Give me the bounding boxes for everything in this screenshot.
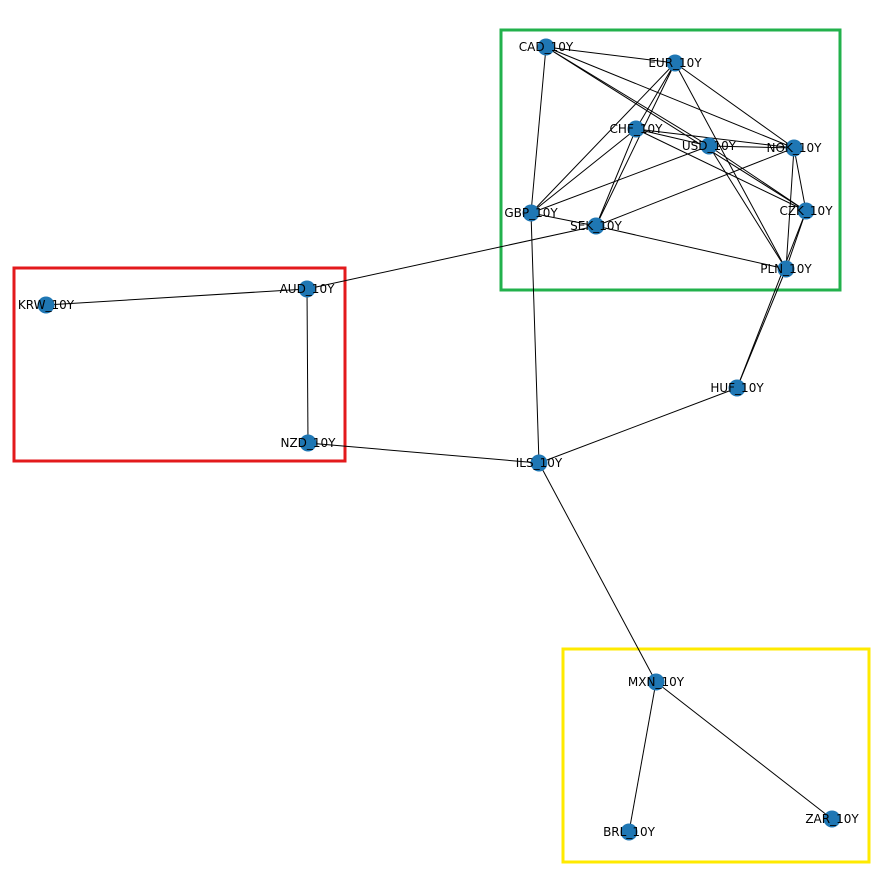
node-marker-eur-10y[interactable] bbox=[666, 54, 684, 72]
edge-chf_10y-sek_10y bbox=[595, 128, 637, 227]
edge-eur_10y-chf_10y bbox=[635, 62, 676, 130]
node-label-aud-10y: AUD_10Y bbox=[280, 282, 336, 296]
edge-krw_10y-aud_10y bbox=[45, 288, 308, 306]
edge-sek_10y-aud_10y bbox=[306, 225, 597, 290]
node-label-mxn-10y: MXN_10Y bbox=[628, 675, 685, 689]
node-label-chf-10y: CHF_10Y bbox=[610, 122, 664, 136]
edge-chf_10y-nok_10y bbox=[635, 128, 795, 149]
node-gbp-10y[interactable]: GBP_10Y bbox=[504, 204, 558, 222]
node-label-ils-10y: ILS_10Y bbox=[516, 456, 563, 470]
edge-nzd_10y-ils_10y bbox=[307, 442, 540, 464]
node-label-pln-10y: PLN_10Y bbox=[760, 262, 812, 276]
edge-gbp_10y-ils_10y bbox=[530, 212, 540, 464]
node-marker-chf-10y[interactable] bbox=[627, 120, 645, 138]
edge-mxn_10y-brl_10y bbox=[628, 681, 657, 833]
node-label-brl-10y: BRL_10Y bbox=[603, 825, 656, 839]
node-label-eur-10y: EUR_10Y bbox=[648, 56, 702, 70]
node-huf-10y[interactable]: HUF_10Y bbox=[710, 379, 764, 397]
node-nzd-10y[interactable]: NZD_10Y bbox=[280, 434, 336, 452]
edge-nok_10y-pln_10y bbox=[785, 147, 795, 270]
node-label-nzd-10y: NZD_10Y bbox=[280, 436, 336, 450]
edge-cad_10y-usd_10y bbox=[545, 46, 710, 147]
node-marker-brl-10y[interactable] bbox=[620, 823, 638, 841]
node-mxn-10y[interactable]: MXN_10Y bbox=[628, 673, 685, 691]
edge-cad_10y-czk_10y bbox=[545, 46, 807, 212]
edge-pln_10y-huf_10y bbox=[736, 268, 787, 389]
edge-nok_10y-czk_10y bbox=[793, 147, 807, 212]
node-brl-10y[interactable]: BRL_10Y bbox=[603, 823, 656, 841]
node-label-huf-10y: HUF_10Y bbox=[710, 381, 764, 395]
edge-huf_10y-ils_10y bbox=[538, 387, 738, 464]
node-marker-zar-10y[interactable] bbox=[823, 810, 841, 828]
node-marker-usd-10y[interactable] bbox=[700, 137, 718, 155]
edges bbox=[45, 46, 833, 833]
edge-eur_10y-pln_10y bbox=[674, 62, 787, 270]
node-krw-10y[interactable]: KRW_10Y bbox=[18, 296, 75, 314]
node-ils-10y[interactable]: ILS_10Y bbox=[516, 454, 563, 472]
edge-cad_10y-nok_10y bbox=[545, 46, 795, 149]
edge-gbp_10y-sek_10y bbox=[530, 212, 597, 227]
node-usd-10y[interactable]: USD_10Y bbox=[682, 137, 737, 155]
node-marker-cad-10y[interactable] bbox=[537, 38, 555, 56]
node-marker-nok-10y[interactable] bbox=[785, 139, 803, 157]
node-marker-ils-10y[interactable] bbox=[530, 454, 548, 472]
node-aud-10y[interactable]: AUD_10Y bbox=[280, 280, 336, 298]
node-label-nok-10y: NOK_10Y bbox=[767, 141, 823, 155]
edge-usd_10y-gbp_10y bbox=[530, 145, 710, 214]
node-sek-10y[interactable]: SEK_10Y bbox=[570, 217, 623, 235]
edge-eur_10y-nok_10y bbox=[674, 62, 795, 149]
node-zar-10y[interactable]: ZAR_10Y bbox=[805, 810, 859, 828]
edge-chf_10y-usd_10y bbox=[635, 128, 710, 147]
node-label-krw-10y: KRW_10Y bbox=[18, 298, 75, 312]
node-label-usd-10y: USD_10Y bbox=[682, 139, 737, 153]
group-box-yellow bbox=[561, 647, 871, 864]
edge-ils_10y-mxn_10y bbox=[538, 462, 657, 683]
edge-chf_10y-czk_10y bbox=[635, 128, 807, 212]
node-label-gbp-10y: GBP_10Y bbox=[504, 206, 558, 220]
edge-usd_10y-pln_10y bbox=[708, 145, 787, 270]
edge-usd_10y-nok_10y bbox=[708, 145, 795, 149]
group-box-red bbox=[12, 266, 347, 463]
node-marker-czk-10y[interactable] bbox=[797, 202, 815, 220]
edge-usd_10y-czk_10y bbox=[708, 145, 807, 212]
node-label-czk-10y: CZK_10Y bbox=[779, 204, 833, 218]
group-box-green bbox=[499, 28, 842, 292]
node-marker-mxn-10y[interactable] bbox=[647, 673, 665, 691]
node-marker-huf-10y[interactable] bbox=[728, 379, 746, 397]
edge-aud_10y-nzd_10y bbox=[306, 288, 309, 444]
node-marker-pln-10y[interactable] bbox=[777, 260, 795, 278]
edge-eur_10y-gbp_10y bbox=[530, 62, 676, 214]
nodes: CAD_10Y EUR_10Y CHF_10Y USD_10Y NOK_10Y GBP_1… bbox=[18, 38, 859, 841]
node-marker-gbp-10y[interactable] bbox=[522, 204, 540, 222]
edge-sek_10y-pln_10y bbox=[595, 225, 787, 270]
edge-cad_10y-eur_10y bbox=[545, 46, 676, 64]
edge-eur_10y-sek_10y bbox=[595, 62, 676, 227]
node-marker-nzd-10y[interactable] bbox=[299, 434, 317, 452]
node-czk-10y[interactable]: CZK_10Y bbox=[779, 202, 833, 220]
node-nok-10y[interactable]: NOK_10Y bbox=[767, 139, 823, 157]
edge-chf_10y-gbp_10y bbox=[530, 128, 637, 214]
node-marker-sek-10y[interactable] bbox=[587, 217, 605, 235]
node-chf-10y[interactable]: CHF_10Y bbox=[610, 120, 664, 138]
group-boxes bbox=[12, 28, 871, 864]
node-label-zar-10y: ZAR_10Y bbox=[805, 812, 859, 826]
edge-cad_10y-gbp_10y bbox=[530, 46, 547, 214]
edge-mxn_10y-zar_10y bbox=[655, 681, 833, 820]
node-pln-10y[interactable]: PLN_10Y bbox=[760, 260, 812, 278]
node-marker-aud-10y[interactable] bbox=[298, 280, 316, 298]
node-marker-krw-10y[interactable] bbox=[37, 296, 55, 314]
edge-nok_10y-sek_10y bbox=[595, 147, 795, 227]
node-label-cad-10y: CAD_10Y bbox=[519, 40, 574, 54]
node-cad-10y[interactable]: CAD_10Y bbox=[519, 38, 574, 56]
edge-czk_10y-huf_10y bbox=[736, 210, 807, 389]
node-label-sek-10y: SEK_10Y bbox=[570, 219, 622, 233]
node-eur-10y[interactable]: EUR_10Y bbox=[648, 54, 702, 72]
